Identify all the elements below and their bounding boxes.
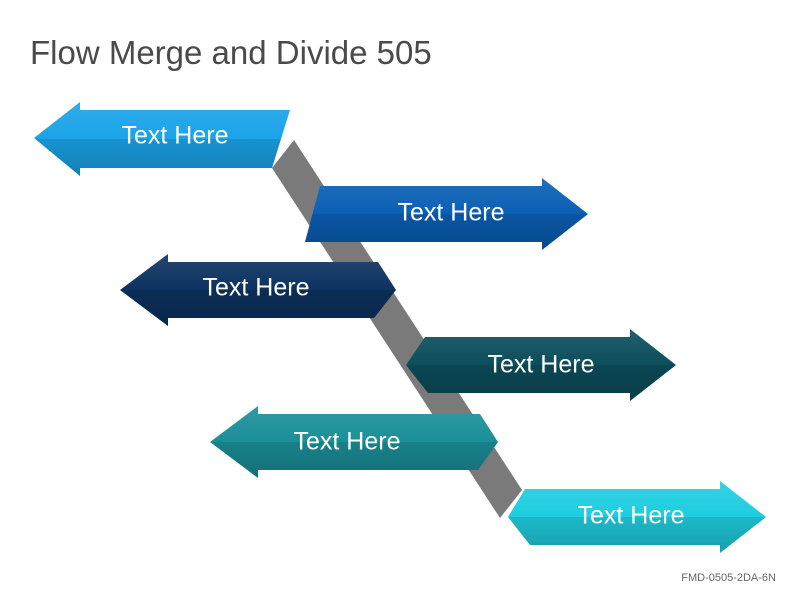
arrow-3-shade <box>120 254 396 326</box>
arrow-3-label: Text Here <box>203 274 310 302</box>
flow-arrow-1: Text Here <box>34 102 290 176</box>
arrow-1-shade <box>34 102 290 176</box>
arrow-4-shade <box>406 329 676 401</box>
flow-arrow-4: Text Here <box>406 329 676 401</box>
flow-arrow-3: Text Here <box>120 254 396 326</box>
arrow-2-label: Text Here <box>398 199 505 227</box>
slide-title: Flow Merge and Divide 505 <box>30 34 432 71</box>
arrow-2-shade <box>305 178 588 250</box>
arrow-4-label: Text Here <box>488 351 595 379</box>
flow-arrow-6: Text Here <box>508 481 766 553</box>
arrow-6-shade <box>508 481 766 553</box>
flow-arrow-2: Text Here <box>305 178 588 250</box>
arrow-5-label: Text Here <box>294 428 401 456</box>
arrow-1-label: Text Here <box>122 122 229 150</box>
footer-code: FMD-0505-2DA-6N <box>681 572 776 584</box>
arrow-6-label: Text Here <box>578 502 685 530</box>
flow-arrow-5: Text Here <box>210 406 498 478</box>
arrow-5-shade <box>210 406 498 478</box>
